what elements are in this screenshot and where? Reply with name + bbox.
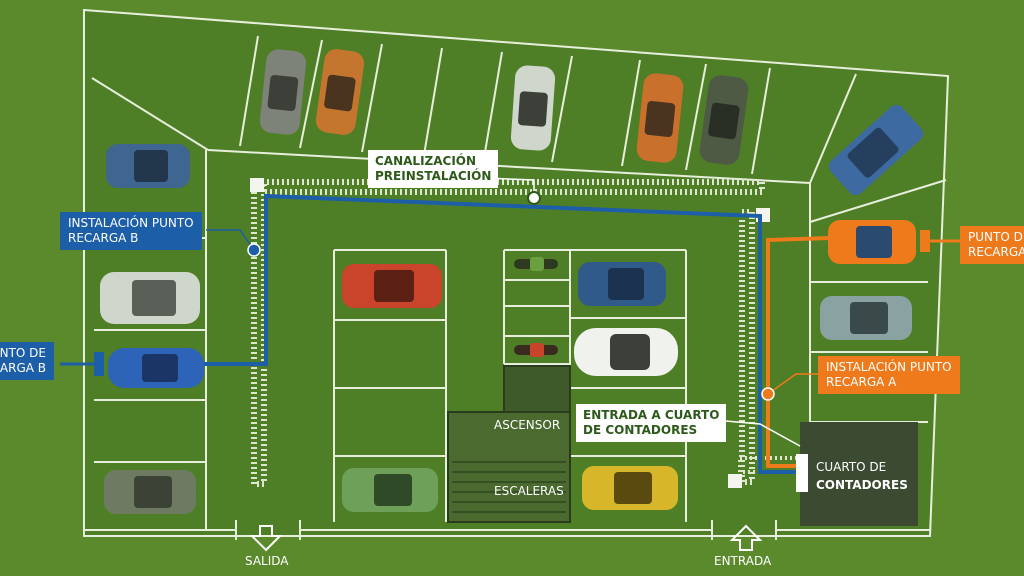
- motorcycle: [514, 343, 558, 357]
- label-cuarto-contadores: CUARTO DE CONTADORES: [816, 460, 908, 492]
- label-canalizacion: CANALIZACIÓN PREINSTALACIÓN: [368, 150, 499, 188]
- car: [342, 264, 442, 308]
- charger-plug-b-icon: [60, 352, 104, 376]
- label-entrada-cuarto-contadores: ENTRADA A CUARTO DE CONTADORES: [576, 404, 727, 442]
- arrow-up-icon: [729, 524, 763, 551]
- car: [574, 328, 678, 376]
- top-parking-lines: [91, 35, 947, 223]
- arrow-down-icon: [249, 525, 283, 552]
- installation-line-b: [188, 193, 800, 474]
- label-ascensor: ASCENSOR: [494, 418, 561, 432]
- meter-room: [800, 422, 918, 526]
- label-salida: SALIDA: [245, 554, 289, 568]
- motorcycle: [514, 257, 558, 271]
- car: [342, 468, 438, 512]
- car: [315, 49, 365, 135]
- car: [510, 65, 556, 151]
- car: [100, 272, 200, 324]
- callout-leaders: [206, 177, 818, 447]
- charger-plug-a-icon: [920, 230, 962, 252]
- meter-room-door: [796, 454, 808, 492]
- parked-cars: [100, 49, 924, 514]
- central-parking-block: [333, 249, 687, 522]
- installation-line-a: [766, 236, 831, 468]
- car: [828, 104, 924, 196]
- label-escaleras: ESCALERAS: [494, 484, 564, 498]
- car: [108, 348, 204, 388]
- label-punto-recarga-a: PUNTO DE RECARGA A: [960, 226, 1024, 264]
- pin-icon: [247, 191, 775, 401]
- car: [582, 466, 678, 510]
- label-entrada: ENTRADA: [714, 554, 772, 568]
- car: [699, 75, 749, 165]
- label-punto-recarga-b: PUNTO DE RECARGA B: [0, 342, 54, 380]
- car: [828, 220, 916, 264]
- car: [578, 262, 666, 306]
- car: [106, 144, 190, 188]
- car: [636, 73, 684, 163]
- car: [104, 470, 196, 514]
- stairs-elevator-core: [447, 365, 571, 523]
- label-instalacion-punto-recarga-b: INSTALACIÓN PUNTO RECARGA B: [60, 212, 202, 250]
- label-instalacion-punto-recarga-a: INSTALACIÓN PUNTO RECARGA A: [818, 356, 960, 394]
- car: [259, 49, 307, 135]
- car: [820, 296, 912, 340]
- bottom-wall: [84, 520, 930, 540]
